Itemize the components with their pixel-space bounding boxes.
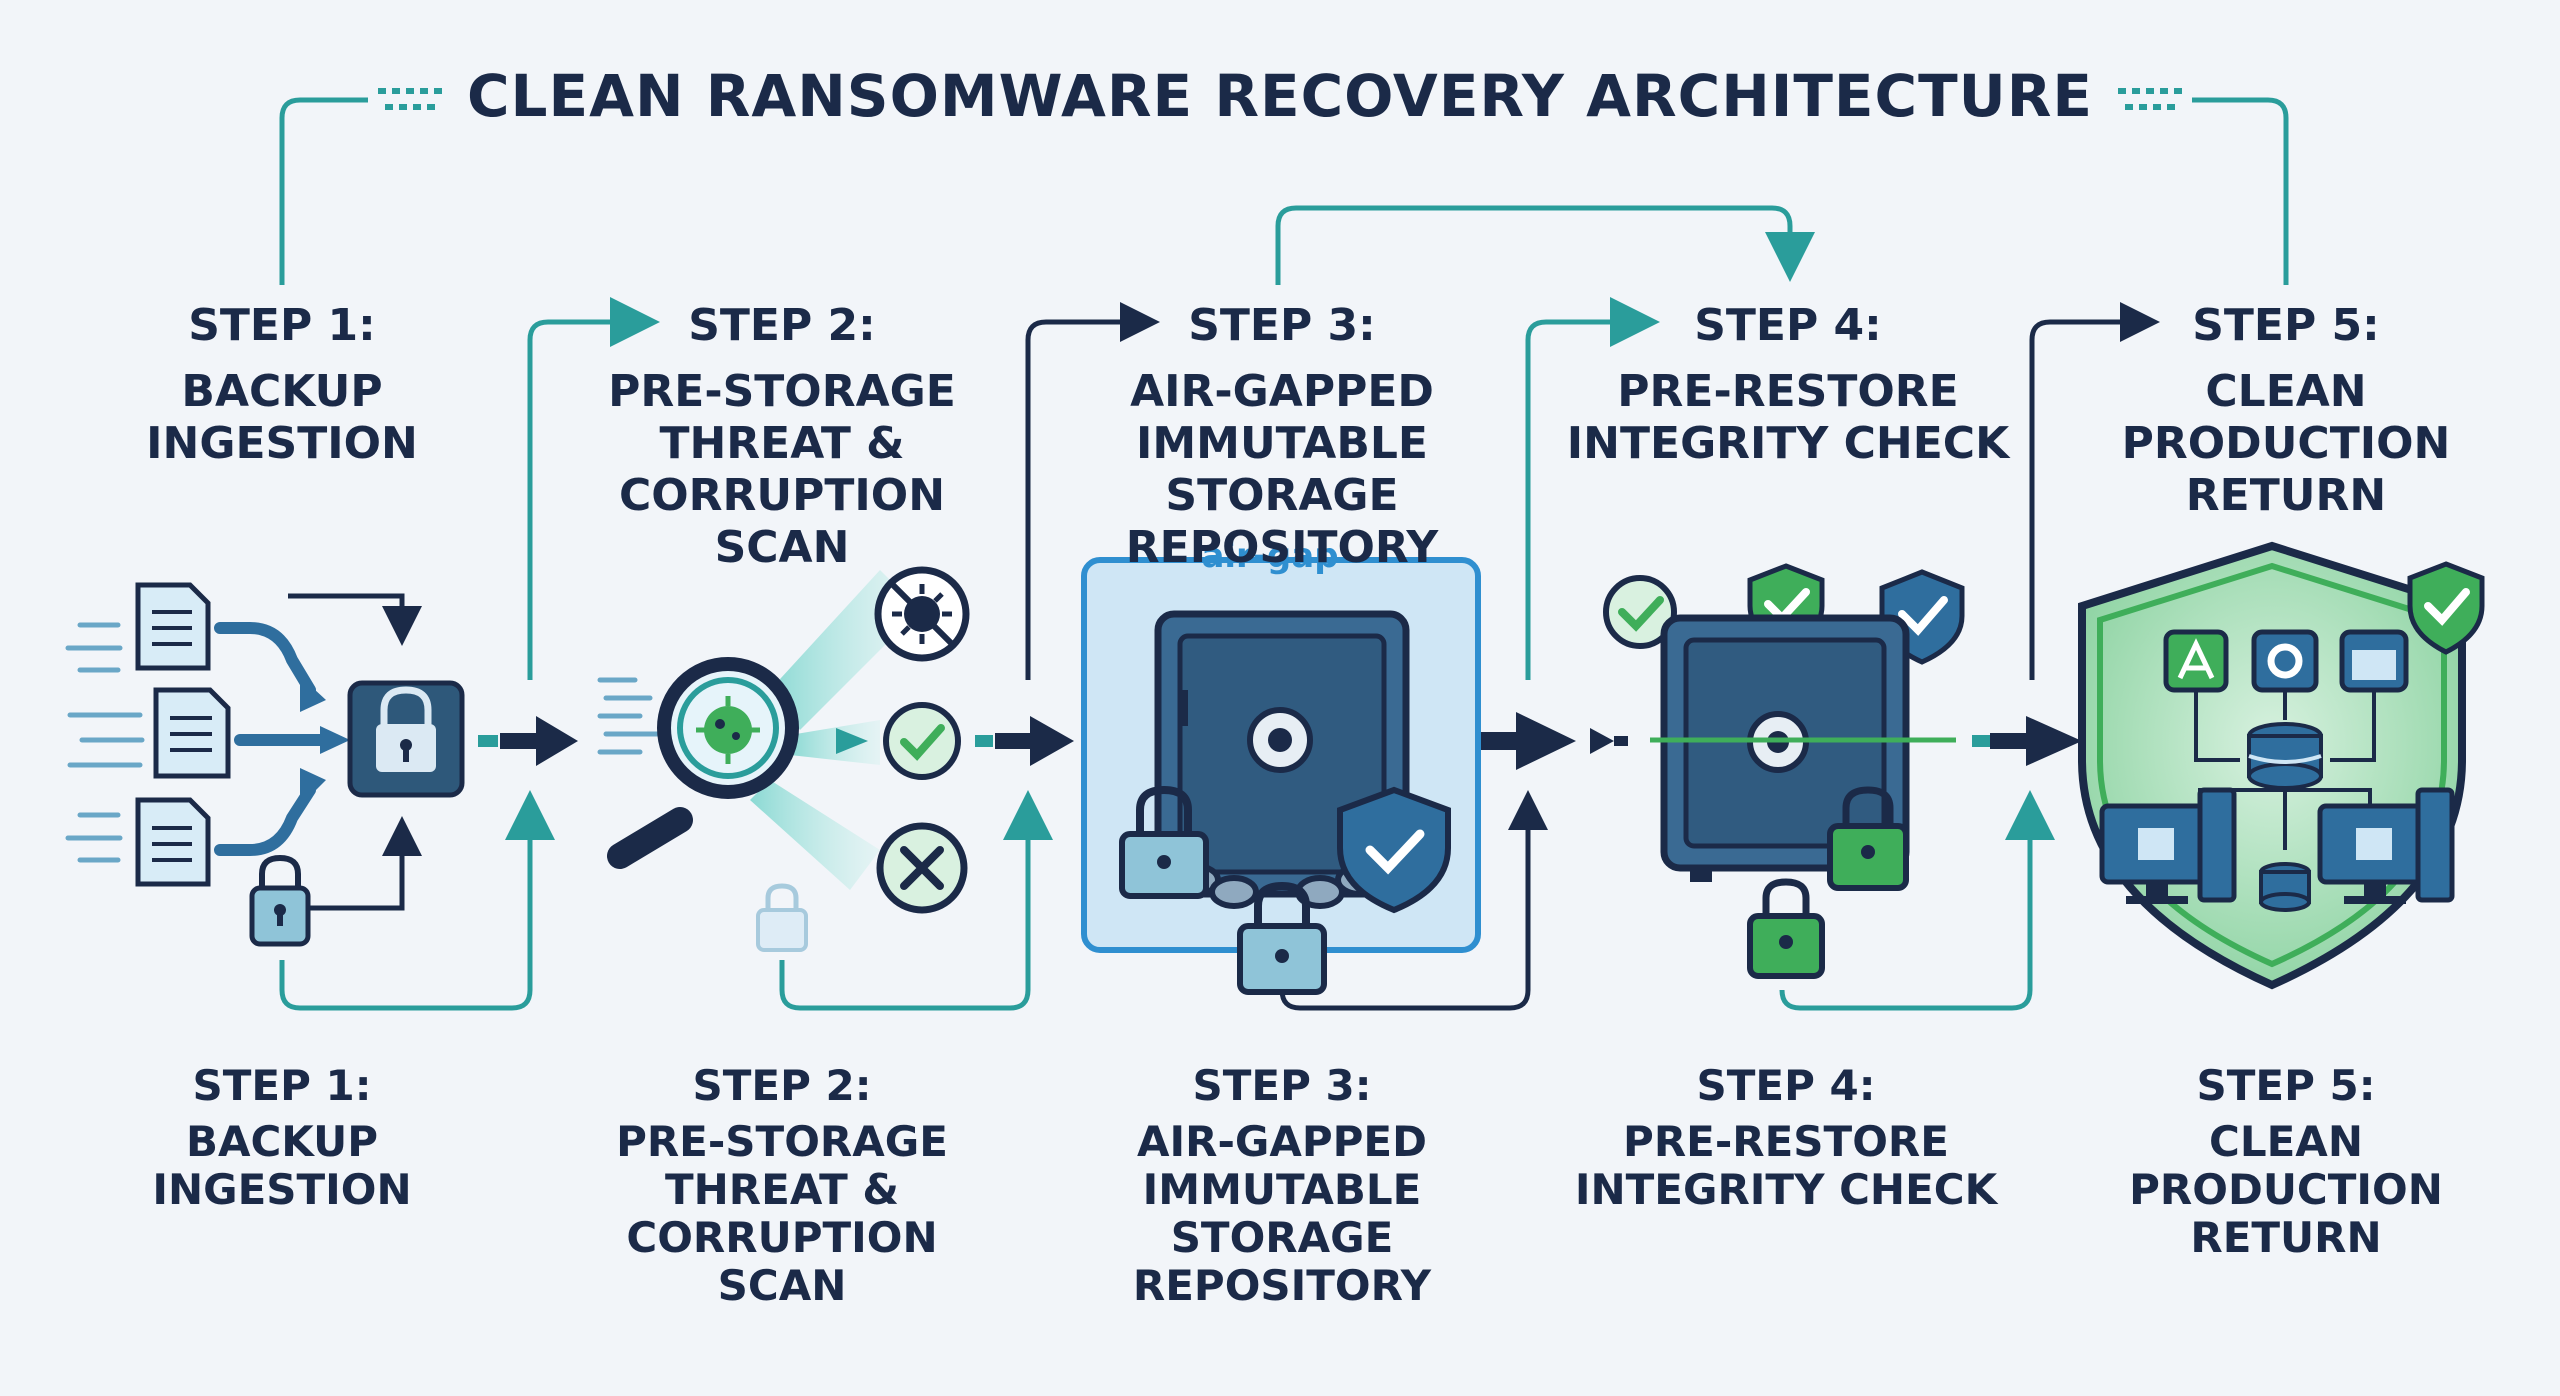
- step-name-line: BACKUP: [185, 1117, 379, 1166]
- step-name-line: PRE-RESTORE: [1617, 366, 1959, 417]
- step-number: STEP 1:: [192, 1061, 372, 1110]
- step-3-label-bottom: STEP 3: AIR-GAPPED IMMUTABLE STORAGE REP…: [1052, 1062, 1512, 1310]
- magnifying-glass-icon: [607, 657, 799, 869]
- step-name-line: PRE-STORAGE: [608, 366, 956, 417]
- upper-connectors: [527, 205, 2160, 680]
- step-name-line: CORRUPTION: [626, 1213, 938, 1262]
- step-3-label-top: STEP 3: AIR-GAPPED IMMUTABLE STORAGE REP…: [1052, 300, 1512, 574]
- step-name-line: AIR-GAPPED: [1136, 1117, 1427, 1166]
- step-2-label-bottom: STEP 2: PRE-STORAGE THREAT & CORRUPTION …: [552, 1062, 1012, 1310]
- flow-arrow-1-2: [478, 716, 578, 766]
- step-5-label-bottom: STEP 5: CLEAN PRODUCTION RETURN: [2056, 1062, 2516, 1262]
- step-name-line: INTEGRITY CHECK: [1574, 1165, 1998, 1214]
- step-name-line: CLEAN: [2209, 1117, 2363, 1166]
- step-number: STEP 1:: [188, 300, 376, 351]
- step-name-line: BACKUP: [181, 366, 383, 417]
- step-name-line: RETURN: [2190, 1213, 2382, 1262]
- database-icon: [2247, 722, 2323, 912]
- step-name-line: REPOSITORY: [1132, 1261, 1432, 1310]
- step-2-label-top: STEP 2: PRE-STORAGE THREAT & CORRUPTION …: [552, 300, 1012, 574]
- step-name-line: PRE-RESTORE: [1623, 1117, 1949, 1166]
- vault-icon: [1154, 610, 1410, 898]
- step-name-line: INTEGRITY CHECK: [1566, 418, 2010, 469]
- title-dots-left: [378, 88, 442, 110]
- backup-ingestion-icon: [65, 582, 465, 947]
- shield-check-icon: [1337, 786, 1451, 914]
- small-padlock-icon: [249, 854, 311, 947]
- step-number: STEP 2:: [688, 300, 876, 351]
- step-number: STEP 3:: [1192, 1061, 1372, 1110]
- flow-arrow-4-5: [1972, 716, 2082, 766]
- step-name-line: INGESTION: [146, 418, 418, 469]
- padlock-icon: [347, 680, 465, 798]
- page-title: CLEAN RANSOMWARE RECOVERY ARCHITECTURE: [466, 62, 2094, 130]
- app-store-icon: [2163, 629, 2229, 693]
- step-name-line: SCAN: [717, 1261, 847, 1310]
- step-4-label-bottom: STEP 4: PRE-RESTORE INTEGRITY CHECK: [1556, 1062, 2016, 1214]
- step-name-line: STORAGE: [1170, 1213, 1394, 1262]
- step-name-line: INGESTION: [152, 1165, 412, 1214]
- air-gap-label: air-gap: [1201, 536, 1339, 576]
- step-name-line: CLEAN: [2205, 366, 2367, 417]
- step-name-line: CORRUPTION SCAN: [618, 470, 946, 573]
- step-name-line: IMMUTABLE: [1142, 1165, 1422, 1214]
- step-name-line: PRE-STORAGE: [616, 1117, 948, 1166]
- virus-blocked-icon: [874, 566, 970, 662]
- immutable-storage-icon: [1081, 557, 1481, 995]
- outer-loop-line: [279, 97, 2289, 285]
- step-number: STEP 5:: [2192, 300, 2380, 351]
- check-circle-icon: [836, 702, 961, 780]
- title-dots-right: [2118, 88, 2182, 110]
- x-circle-icon: [876, 822, 968, 914]
- step-1-label-bottom: STEP 1: BACKUP INGESTION: [52, 1062, 512, 1214]
- gear-icon: [2251, 629, 2319, 693]
- faded-padlock-icon: [756, 883, 808, 952]
- step-name-line: RETURN: [2185, 470, 2387, 521]
- step-name-line: AIR-GAPPED: [1130, 366, 1434, 417]
- speed-lines-icon: [65, 622, 145, 863]
- step-1-label-top: STEP 1: BACKUP INGESTION: [52, 300, 512, 470]
- step-5-label-top: STEP 5: CLEAN PRODUCTION RETURN: [2056, 300, 2516, 522]
- step-name-line: IMMUTABLE STORAGE: [1136, 418, 1428, 521]
- step-number: STEP 3:: [1188, 300, 1376, 351]
- step-name-line: REPOSITORY: [1125, 522, 1439, 573]
- step-number: STEP 5:: [2196, 1061, 2376, 1110]
- step-name-line: PRODUCTION: [2121, 418, 2451, 469]
- shield-check-icon: [2407, 561, 2485, 655]
- step-number: STEP 4:: [1694, 300, 1882, 351]
- step-4-label-top: STEP 4: PRE-RESTORE INTEGRITY CHECK: [1558, 300, 2018, 470]
- desktop-computer-icon: [2099, 787, 2455, 904]
- step-name-line: THREAT &: [659, 418, 905, 469]
- integrity-check-icon: [1603, 563, 1965, 979]
- green-padlock-icon: [1747, 786, 1909, 979]
- vault-padlock-icon: [1119, 785, 1327, 995]
- step-number: STEP 4:: [1696, 1061, 1876, 1110]
- step-name-line: PRODUCTION: [2129, 1165, 2443, 1214]
- check-circle-icon: [1603, 575, 1677, 649]
- scan-speed-lines-icon: [597, 677, 663, 755]
- browser-window-icon: [2339, 629, 2409, 693]
- step-number: STEP 2:: [692, 1061, 872, 1110]
- step-name-line: THREAT &: [665, 1165, 899, 1214]
- clean-production-icon: [2078, 541, 2485, 990]
- threat-scan-icon: [597, 566, 970, 952]
- lower-connectors: [279, 790, 2055, 1011]
